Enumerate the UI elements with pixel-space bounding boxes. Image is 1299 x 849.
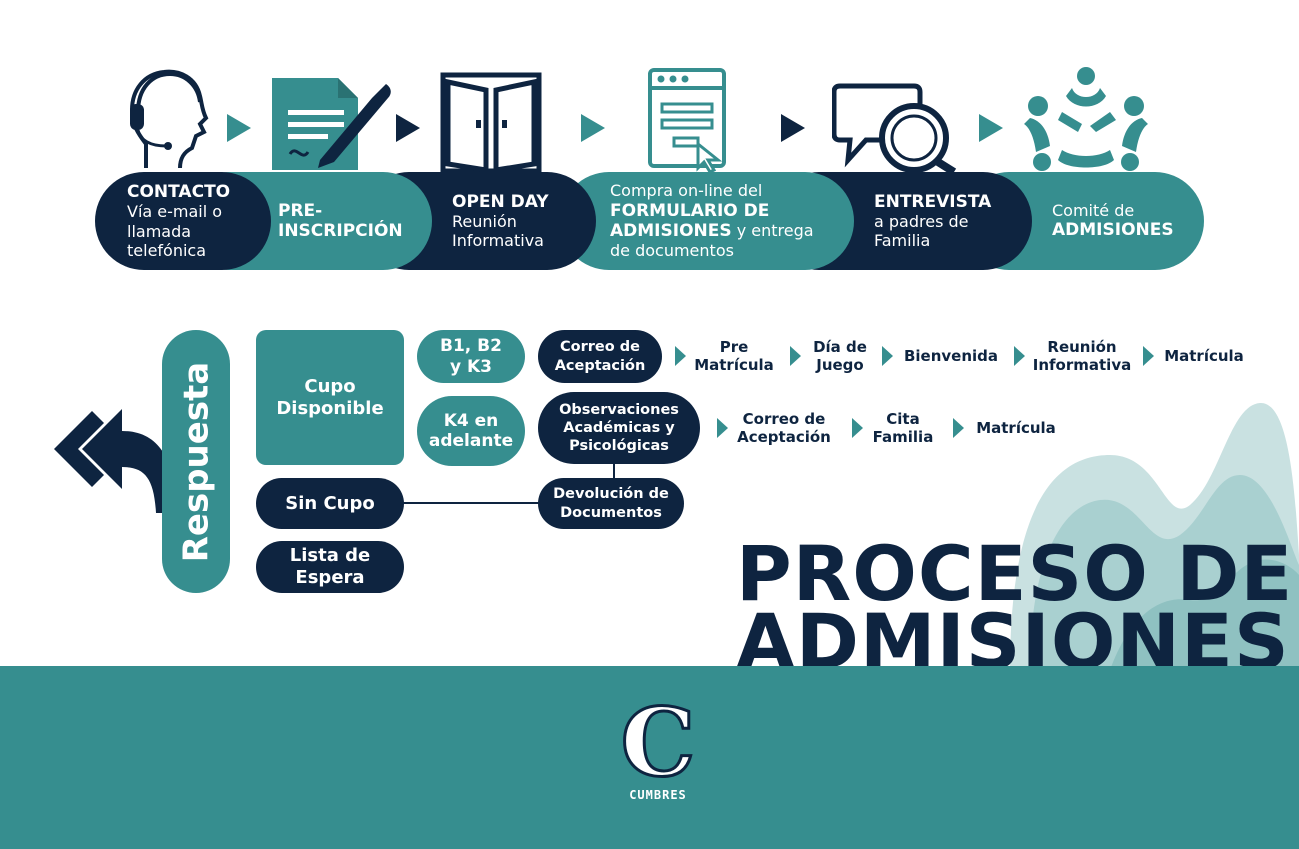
cupo-disponible-box: Cupo Disponible <box>256 330 404 465</box>
cumbres-logo: C CUMBRES <box>619 688 697 803</box>
arrow-3 <box>581 114 605 142</box>
headset-icon <box>129 69 209 169</box>
arrow-5 <box>979 114 1003 142</box>
team-circle-icon <box>1024 67 1148 171</box>
path1-step-bienvenida: Bienvenida <box>903 347 999 365</box>
back-arrow-icon <box>54 409 176 513</box>
chat-search-icon <box>832 83 957 174</box>
correo-aceptacion-box: Correo de Aceptación <box>538 330 662 383</box>
observaciones-box: Observaciones Académicas y Psicológicas <box>538 392 700 464</box>
devolucion-box: Devolución de Documentos <box>538 478 684 529</box>
path2-arrow-2 <box>852 418 863 438</box>
arrow-4 <box>781 114 805 142</box>
step-contacto: CONTACTO Vía e-mail o llamada telefónica <box>95 172 271 270</box>
group-b1-b2-k3: B1, B2 y K3 <box>417 330 525 383</box>
path2-arrow-1 <box>717 418 728 438</box>
door-icon <box>440 72 542 174</box>
lista-espera-box: Lista de Espera <box>256 541 404 593</box>
path1-arrow-3 <box>882 346 893 366</box>
form-pen-icon <box>272 78 391 170</box>
respuesta-label-bar: Respuesta <box>162 330 230 593</box>
arrow-1 <box>227 114 251 142</box>
footer-band <box>0 666 1299 849</box>
path2-step-matricula: Matrícula <box>976 419 1056 437</box>
path1-arrow-5 <box>1143 346 1154 366</box>
path1-arrow-2 <box>790 346 801 366</box>
mountains-decoration <box>1010 402 1299 670</box>
group-k4-adelante: K4 en adelante <box>417 396 525 466</box>
step-compra: Compra on-line del FORMULARIO DE ADMISIO… <box>560 172 854 270</box>
path2-arrow-3 <box>953 418 964 438</box>
page-title-line1: PROCESO DE <box>736 529 1294 618</box>
web-form-icon <box>648 68 726 172</box>
path1-arrow-4 <box>1014 346 1025 366</box>
path1-step-matricula: Matrícula <box>1164 347 1244 365</box>
sin-cupo-box: Sin Cupo <box>256 478 404 529</box>
path1-arrow-1 <box>675 346 686 366</box>
arrow-2 <box>396 114 420 142</box>
